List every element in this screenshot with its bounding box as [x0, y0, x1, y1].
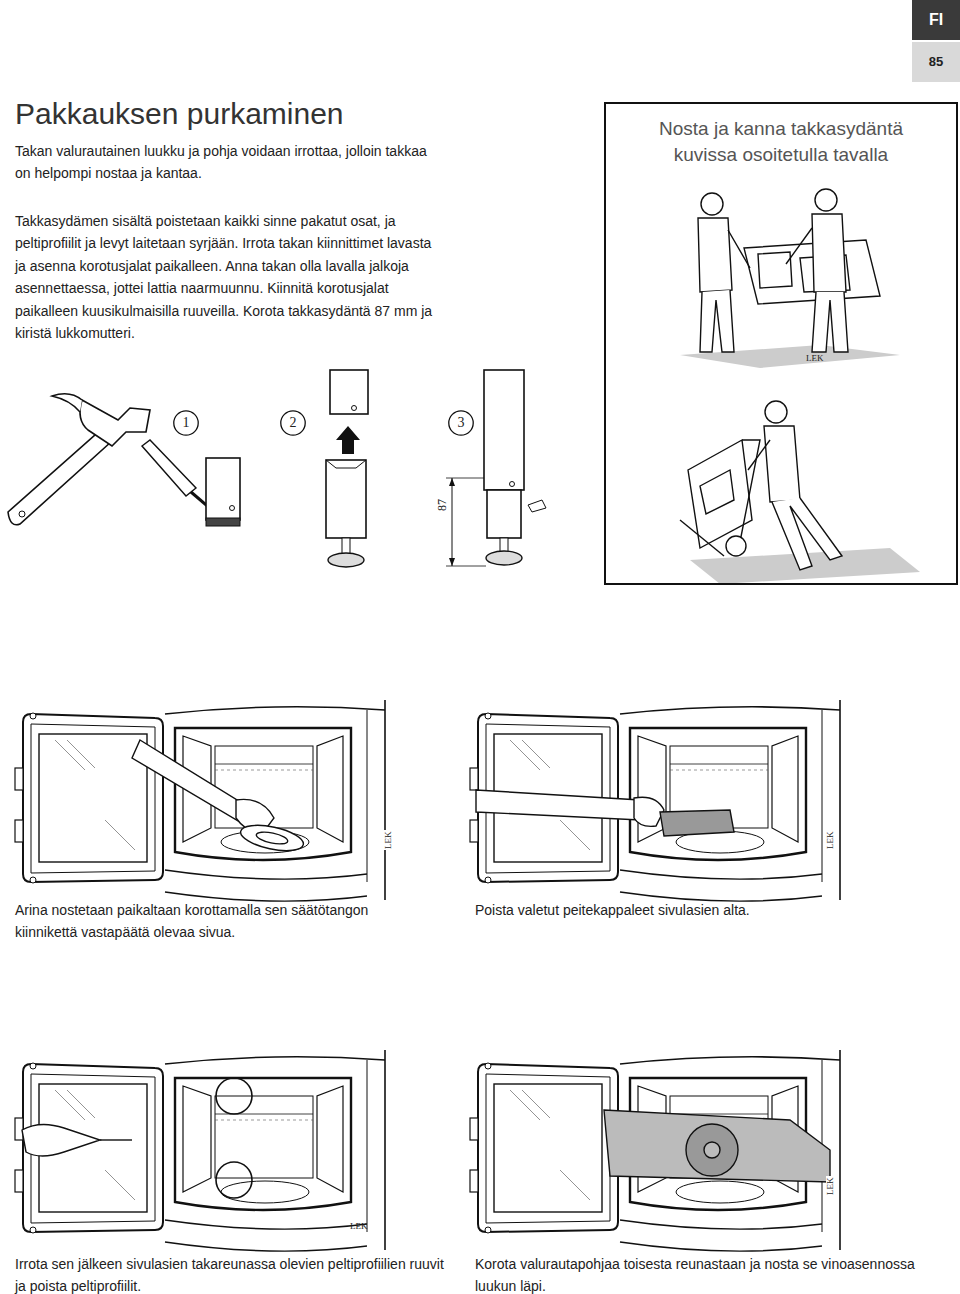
illustration-part — [15, 700, 385, 901]
illustration-part — [100, 1139, 132, 1140]
illustration-part — [80, 400, 150, 446]
illustration-part — [342, 538, 350, 554]
callout-circle-outline — [174, 411, 198, 435]
illustration-part — [132, 740, 250, 822]
carrying-men-drawing — [680, 189, 900, 368]
illustration-part — [738, 440, 760, 552]
illustration-part — [15, 1050, 385, 1251]
illustration-part — [206, 518, 240, 526]
illustration-part — [686, 1124, 738, 1176]
illustration-part — [680, 345, 900, 368]
illustration-part — [476, 790, 640, 820]
watermark: LEK — [350, 1222, 368, 1232]
step-remove-base-plate — [604, 1110, 830, 1182]
illustration-part — [700, 470, 734, 514]
illustration-part — [470, 1050, 840, 1251]
instruction-text: Takkasydämen sisältä poistetaan kaikki s… — [15, 210, 435, 344]
illustration-part — [326, 460, 366, 538]
leg-step-2 — [326, 370, 368, 567]
illustration-part — [142, 440, 196, 496]
illustration-part — [352, 406, 357, 411]
illustration-part — [238, 821, 305, 856]
callout-number: 2 — [290, 415, 297, 430]
page-number-box: 85 — [912, 42, 960, 82]
illustration-part — [758, 252, 792, 288]
illustration-part — [772, 498, 842, 570]
illustration-part — [230, 506, 235, 511]
step-caption: Korota valurautapohjaa toisesta reunasta… — [475, 1254, 915, 1294]
illustration-part — [815, 189, 837, 211]
hammer-drawing — [8, 394, 150, 525]
illustration-part — [452, 478, 453, 566]
illustration-part — [698, 218, 732, 292]
step-remove-profiles — [22, 1078, 252, 1198]
step-caption: Poista valetut peitekappaleet sivulasien… — [475, 900, 915, 922]
illustration-part — [764, 426, 800, 502]
illustration-part — [52, 394, 82, 412]
step-remove-cover — [476, 790, 734, 836]
illustration-part — [604, 1110, 830, 1182]
illustration-part — [704, 1142, 720, 1158]
callout-circle-outline — [281, 411, 305, 435]
illustration-part — [449, 478, 455, 566]
illustration-part — [728, 228, 812, 268]
callout-number: 2 — [280, 410, 306, 436]
box-text: 85 — [929, 55, 943, 69]
watermark: LEK — [826, 1177, 836, 1197]
illustration-part — [500, 538, 508, 552]
illustration-part — [700, 290, 734, 352]
dimension-label: 87 — [436, 498, 449, 512]
illustration-part — [812, 214, 846, 292]
illustration-part — [528, 500, 546, 512]
illustration-part — [216, 1078, 252, 1114]
step-lift-grate — [132, 740, 306, 855]
step-caption: Irrota sen jälkeen sivulasien takareunas… — [15, 1254, 455, 1294]
illustration-frame: Nosta ja kanna takkasydäntä kuvissa osoi… — [604, 102, 958, 585]
illustration-part — [484, 370, 524, 490]
illustration-part — [19, 511, 25, 517]
callout-circle-outline — [449, 411, 473, 435]
illustration-part — [487, 490, 521, 538]
watermark: LEK — [806, 354, 824, 364]
illustration-part — [680, 520, 724, 556]
callout-number: 1 — [173, 410, 199, 436]
illustration-part — [255, 830, 288, 846]
language-tab: FI — [912, 0, 960, 40]
illustration-part — [326, 460, 366, 468]
illustration-part — [216, 1162, 252, 1198]
intro-text: Takan valurautainen luukku ja pohja void… — [15, 141, 435, 184]
watermark: LEK — [826, 831, 836, 851]
illustration-part — [726, 536, 746, 556]
watermark: LEK — [384, 831, 394, 851]
step-caption: Arina nostetaan paikaltaan korottamalla … — [15, 900, 415, 943]
illustration-part — [330, 370, 368, 414]
illustration-part — [336, 426, 360, 454]
illustration-part — [22, 1124, 100, 1156]
callout-number: 1 — [183, 415, 190, 430]
illustration-part — [446, 478, 484, 479]
leg-step-3 — [446, 370, 546, 566]
illustration-part — [206, 458, 240, 520]
illustration-part — [470, 700, 840, 901]
leg-step-1 — [206, 458, 240, 526]
hand-truck-drawing — [680, 401, 920, 584]
illustration-part — [510, 482, 515, 487]
illustration-part — [765, 401, 787, 423]
page-title: Pakkauksen purkaminen — [15, 94, 344, 133]
callout-number: 3 — [448, 410, 474, 436]
callout-number: 3 — [458, 415, 465, 430]
box-text: FI — [929, 11, 943, 29]
illustration-part — [701, 193, 723, 215]
illustration-part — [660, 810, 734, 836]
illustration-part — [328, 553, 364, 567]
frame-heading: Nosta ja kanna takkasydäntä kuvissa osoi… — [636, 116, 926, 167]
illustration-part — [812, 292, 848, 352]
illustration-part — [744, 240, 880, 304]
illustration-part — [486, 551, 522, 565]
